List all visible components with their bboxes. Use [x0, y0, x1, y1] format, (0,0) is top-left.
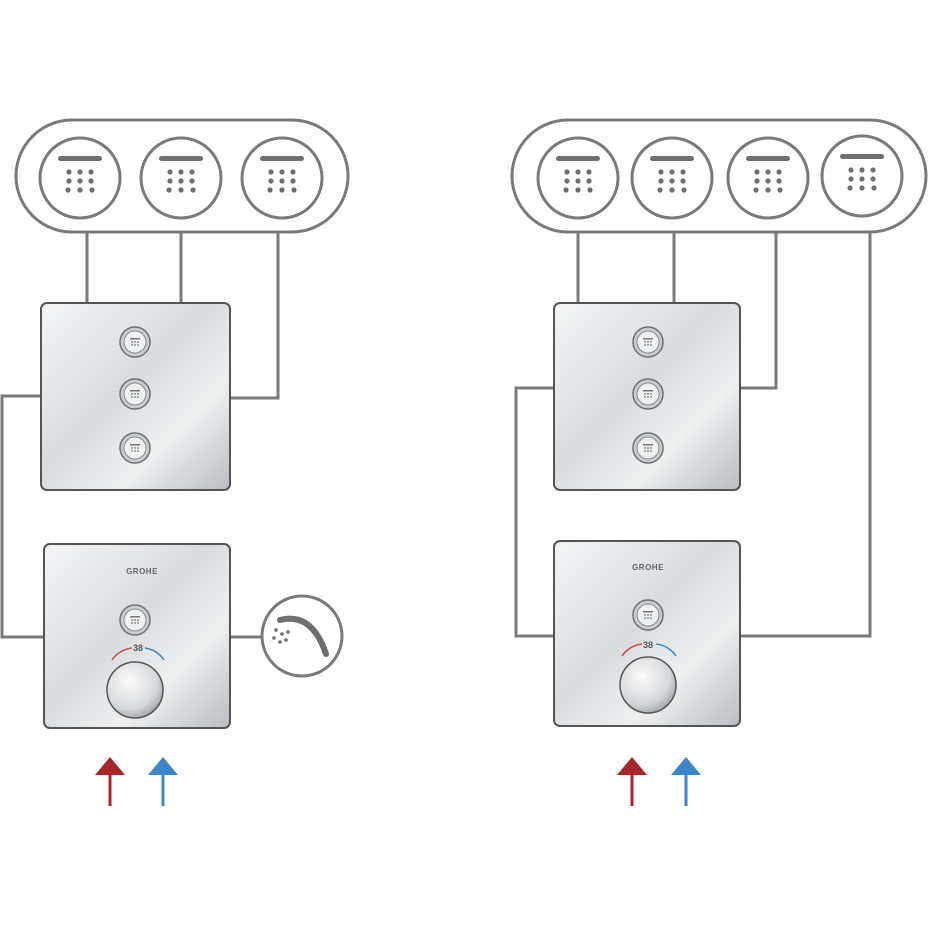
brand-logo: GROHE: [632, 563, 664, 572]
diverter-button-1[interactable]: [632, 326, 664, 358]
brand-logo: GROHE: [126, 567, 158, 576]
outlet-head-1: [536, 136, 620, 220]
thermostat-panel: GROHE 38: [43, 543, 231, 729]
outlet-head-4: [820, 134, 904, 218]
diverter-button-2[interactable]: [632, 378, 664, 410]
hot-water-inlet-arrow: [95, 757, 125, 806]
diverter-panel: [40, 302, 231, 491]
right-system: GROHE 38: [510, 118, 928, 806]
temperature-label: 38: [133, 643, 143, 653]
outlet-head-3: [726, 136, 810, 220]
diverter-button-3[interactable]: [632, 432, 664, 464]
handshower-button[interactable]: [119, 604, 151, 636]
left-system: GROHE 38: [0, 118, 350, 806]
temperature-knob[interactable]: [106, 661, 164, 719]
diverter-button-3[interactable]: [119, 432, 151, 464]
temperature-knob[interactable]: [619, 656, 677, 714]
outlet-head-1: [38, 136, 122, 220]
outlet-head-3: [240, 136, 324, 220]
cold-water-inlet-arrow: [671, 757, 701, 806]
outlet-group: [510, 118, 928, 234]
temperature-label: 38: [643, 640, 653, 650]
diverter-button-2[interactable]: [119, 378, 151, 410]
hot-water-inlet-arrow: [617, 757, 647, 806]
cold-water-inlet-arrow: [148, 757, 178, 806]
diverter-button-1[interactable]: [119, 326, 151, 358]
pipes: [514, 230, 872, 638]
outlet-button[interactable]: [632, 599, 664, 631]
outlet-head-2: [139, 136, 223, 220]
outlet-head-2: [630, 136, 714, 220]
thermostat-panel: GROHE 38: [553, 540, 741, 727]
hand-shower-icon: [260, 594, 344, 678]
pipes: [0, 230, 280, 639]
diverter-panel: [553, 302, 741, 491]
